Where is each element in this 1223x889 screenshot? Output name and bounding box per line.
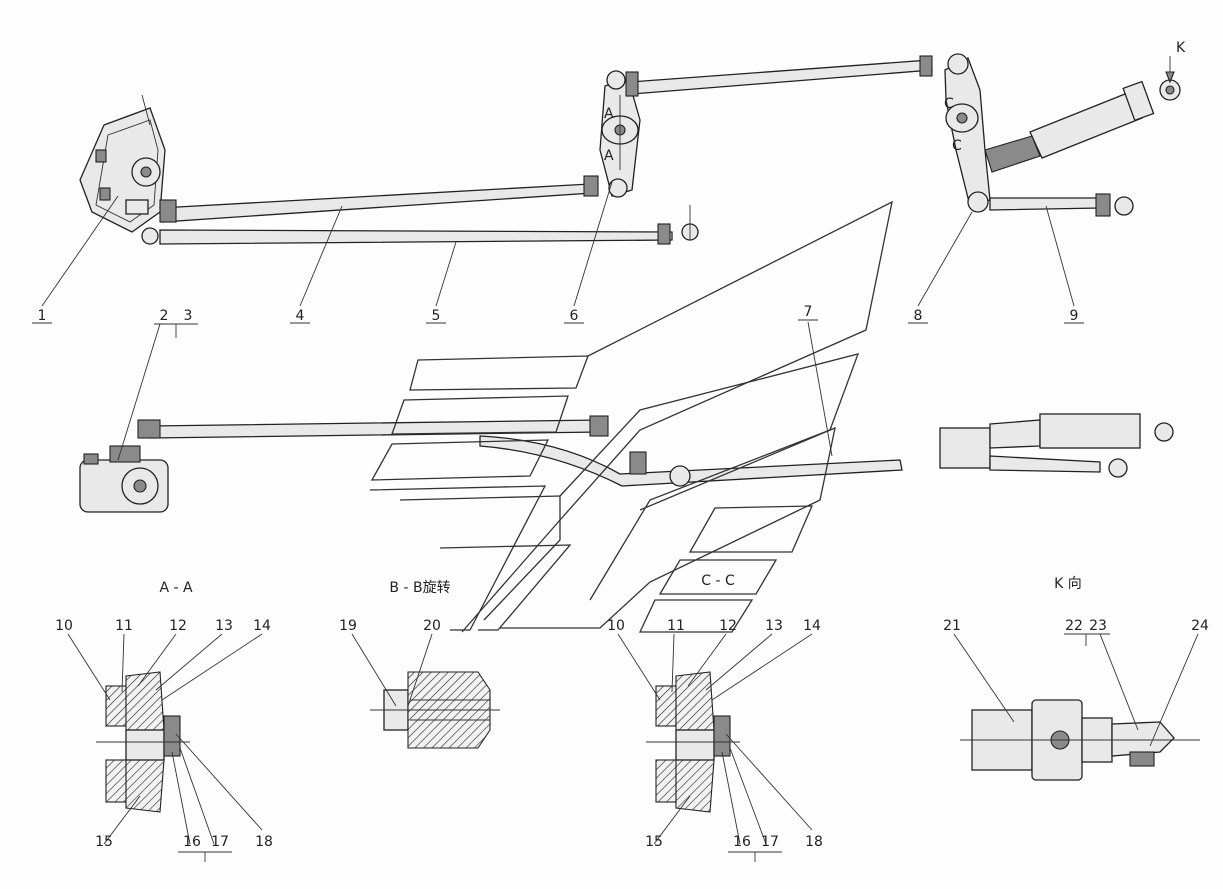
right-tie-rod xyxy=(989,193,1134,217)
front-long-rod xyxy=(137,415,609,439)
tie-rod-rod xyxy=(141,205,699,245)
power-cylinder xyxy=(984,79,1181,173)
top-view xyxy=(79,53,1181,245)
section-title-cc: C - C xyxy=(701,573,735,589)
section-bb xyxy=(370,671,500,749)
bell-crank-c xyxy=(944,53,991,213)
cc-label-11: 11 xyxy=(667,618,685,634)
section-title-bb: B - B旋转 xyxy=(389,580,450,596)
front-right-assembly xyxy=(939,413,1174,478)
part-label-4: 4 xyxy=(296,308,305,324)
part-label-3: 3 xyxy=(184,308,193,324)
a-mark-lower: A xyxy=(604,148,614,164)
k-label-24: 24 xyxy=(1191,618,1209,634)
bb-label-20: 20 xyxy=(423,618,441,634)
aa-label-13: 13 xyxy=(215,618,233,634)
watermark-logo xyxy=(369,200,893,633)
k-label-22: 22 xyxy=(1065,618,1083,634)
section-title-aa: A - A xyxy=(159,580,193,596)
cc-label-18: 18 xyxy=(805,834,823,850)
k-view-arrow-label: K xyxy=(1176,40,1186,56)
aa-label-18: 18 xyxy=(255,834,273,850)
aa-label-17: 17 xyxy=(211,834,229,850)
part-label-1: 1 xyxy=(38,308,47,324)
c-mark-upper: C xyxy=(944,96,954,112)
cc-label-10: 10 xyxy=(607,618,625,634)
bb-label-19: 19 xyxy=(339,618,357,634)
part-label-7: 7 xyxy=(804,304,813,320)
aa-label-11: 11 xyxy=(115,618,133,634)
k-label-21: 21 xyxy=(943,618,961,634)
part-label-8: 8 xyxy=(914,308,923,324)
cc-label-16: 16 xyxy=(733,834,751,850)
part-label-2: 2 xyxy=(160,308,169,324)
aa-label-14: 14 xyxy=(253,618,271,634)
part-label-9: 9 xyxy=(1070,308,1079,324)
cc-label-15: 15 xyxy=(645,834,663,850)
section-title-labels: A - A B - B旋转 C - C K 向 xyxy=(159,573,1081,596)
cc-label-13: 13 xyxy=(765,618,783,634)
section-cc xyxy=(646,671,740,813)
view-mark-labels: K A A C C xyxy=(604,40,1186,164)
k-label-23: 23 xyxy=(1089,618,1107,634)
aa-label-16: 16 xyxy=(183,834,201,850)
relay-rod xyxy=(625,55,933,97)
a-mark-upper: A xyxy=(604,106,614,122)
part-number-labels: 1 4 5 6 8 9 2 3 7 10 11 12 13 14 15 16 1… xyxy=(38,304,1209,850)
aa-label-10: 10 xyxy=(55,618,73,634)
steering-gear-box xyxy=(79,94,166,233)
k-view xyxy=(960,699,1200,781)
leader-lines xyxy=(32,56,1199,862)
steering-arm-a xyxy=(599,70,641,198)
front-curved-rod xyxy=(479,435,903,487)
c-mark-lower: C xyxy=(952,138,962,154)
cc-label-17: 17 xyxy=(761,834,779,850)
aa-label-15: 15 xyxy=(95,834,113,850)
part-label-6: 6 xyxy=(570,308,579,324)
drag-link-rod xyxy=(159,175,599,223)
section-aa xyxy=(96,671,190,813)
aa-label-12: 12 xyxy=(169,618,187,634)
section-title-k: K 向 xyxy=(1054,576,1082,592)
front-view xyxy=(79,413,1174,513)
cc-label-12: 12 xyxy=(719,618,737,634)
cc-label-14: 14 xyxy=(803,618,821,634)
front-gear-box xyxy=(79,445,169,513)
part-label-5: 5 xyxy=(432,308,441,324)
